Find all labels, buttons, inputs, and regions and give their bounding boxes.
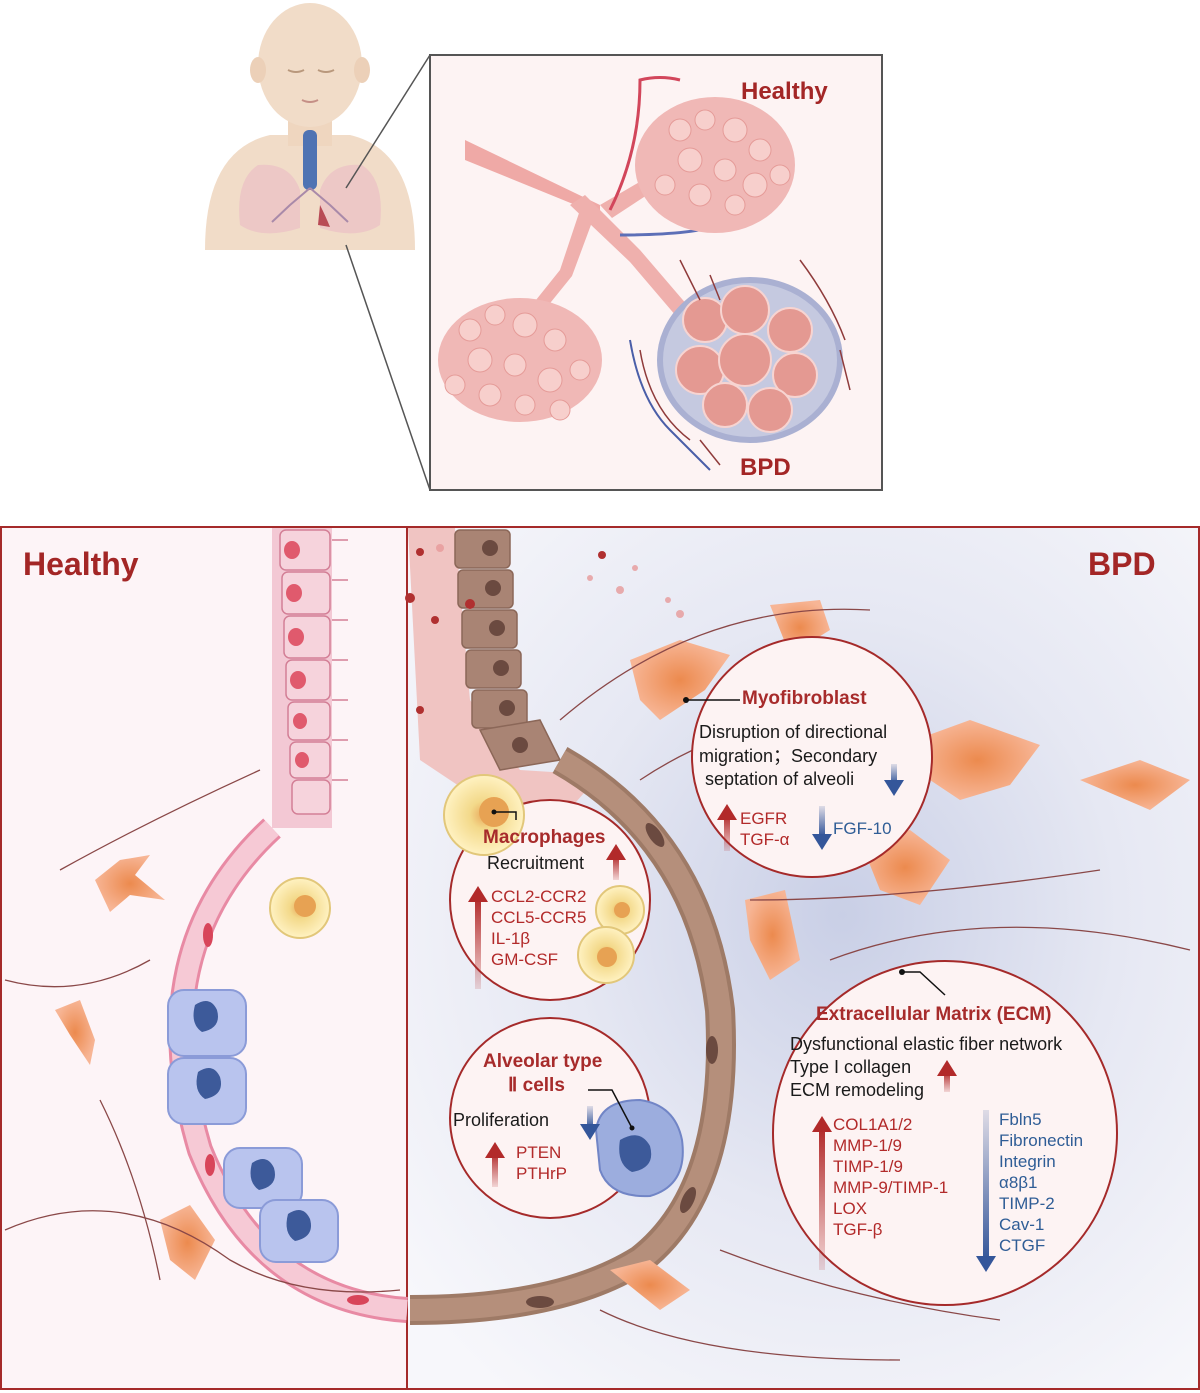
ecm-down-marker: Fibronectin — [999, 1131, 1084, 1150]
at2-list-up-arrow — [485, 1142, 505, 1187]
macrophage-marker: CCL5-CCR5 — [491, 908, 587, 927]
myofibroblast-title: Myofibroblast — [742, 688, 867, 709]
ecm-desc-line1: Dysfunctional elastic fiber network — [790, 1034, 1063, 1054]
at2-title-line2: Ⅱ cells — [508, 1075, 565, 1096]
ecm-down-marker: TIMP-2 — [999, 1194, 1055, 1213]
myofibroblast-up-marker: EGFR — [740, 809, 788, 828]
ecm-desc-line3: ECM remodeling — [790, 1080, 925, 1100]
bpd-alveoli-top — [629, 259, 851, 471]
healthy-epithelium — [272, 528, 348, 828]
myofibroblast-down-list: FGF-10 — [833, 818, 892, 839]
top-bpd-label: BPD — [740, 454, 791, 481]
bpd-epithelium — [408, 528, 600, 820]
ecm-title: Extracellular Matrix (ECM) — [816, 1004, 1052, 1025]
ecm-up-marker: LOX — [833, 1199, 868, 1218]
ecm-down-marker: α8β1 — [999, 1173, 1038, 1192]
ecm-down-arrow — [976, 1110, 996, 1272]
top-healthy-label: Healthy — [741, 78, 828, 105]
bpd-at2-cell — [588, 1089, 684, 1198]
healthy-elastic-fibers — [4, 769, 401, 1293]
at2-marker: PTEN — [516, 1143, 562, 1162]
healthy-macrophage — [269, 877, 331, 939]
ecm-up-marker: TGF-β — [833, 1220, 883, 1239]
myofibroblast-desc-line1: Disruption of directional — [699, 722, 888, 742]
ecm-up-arrow — [812, 1116, 832, 1270]
ecm-pointer — [902, 971, 946, 996]
macrophage-marker: CCL2-CCR2 — [491, 887, 587, 906]
at2-proliferation-down-arrow — [580, 1106, 600, 1140]
bpd-elastic-fibers — [559, 608, 1191, 1361]
ecm-circle — [772, 960, 1118, 1306]
bpd-wall-nuclei — [526, 823, 718, 1308]
healthy-fibroblasts — [55, 855, 215, 1280]
healthy-at2-cells — [167, 989, 339, 1263]
ecm-down-marker: Cav-1 — [999, 1215, 1045, 1234]
macrophages-recruitment: Recruitment — [487, 853, 585, 873]
zoom-line-bottom — [345, 244, 431, 491]
myofibroblast-desc-line2: migration；Secondary — [699, 746, 878, 766]
macrophages-up-list: CCL2-CCR2 CCL5-CCR5 IL-1β GM-CSF — [491, 886, 586, 970]
myofibroblast-up-marker: TGF-α — [740, 830, 790, 849]
macrophage-marker: GM-CSF — [491, 950, 559, 969]
ecm-up-marker: TIMP-1/9 — [833, 1157, 903, 1176]
at2-up-list: PTEN PTHrP — [516, 1142, 567, 1184]
myofibroblast-desc-line3: septation of alveoli — [705, 769, 855, 789]
ecm-down-marker: Integrin — [999, 1152, 1056, 1171]
ecm-down-marker: CTGF — [999, 1236, 1046, 1255]
myofibroblast-up-arrow — [717, 804, 737, 851]
myofibroblast-down-arrow — [812, 806, 832, 850]
ecm-collagen-up-arrow — [937, 1060, 957, 1092]
bpd-macrophages — [443, 774, 645, 984]
ecm-down-list: Fbln5 Fibronectin Integrin α8β1 TIMP-2 C… — [999, 1109, 1083, 1256]
healthy-panel-title: Healthy — [23, 546, 139, 582]
ecm-down-marker: Fbln5 — [999, 1110, 1042, 1129]
myofibroblast-desc-down-arrow — [884, 764, 904, 796]
infant-illustration — [205, 3, 415, 250]
at2-marker: PTHrP — [516, 1164, 567, 1183]
macrophage-list-up-arrow — [468, 886, 488, 989]
healthy-alveoli-top — [438, 97, 795, 422]
at2-proliferation: Proliferation — [453, 1110, 550, 1130]
ecm-desc-line2: Type I collagen — [790, 1057, 912, 1077]
ecm-up-marker: COL1A1/2 — [833, 1115, 913, 1134]
myofibroblast-down-marker: FGF-10 — [833, 819, 892, 838]
zoom-line-top — [345, 54, 431, 189]
bpd-inflammatory-dots — [405, 548, 606, 714]
ecm-up-marker: MMP-1/9 — [833, 1136, 902, 1155]
macrophage-recruitment-up-arrow — [606, 844, 626, 880]
bpd-panel-title: BPD — [1088, 546, 1156, 582]
myofibroblast-circle — [691, 636, 933, 878]
myofibroblast-up-list: EGFR TGF-α — [740, 808, 789, 850]
ecm-up-marker: MMP-9/TIMP-1 — [833, 1178, 949, 1197]
at2-title-line1: Alveolar type — [483, 1051, 603, 1072]
macrophages-title: Macrophages — [483, 827, 606, 848]
macrophage-marker: IL-1β — [491, 929, 531, 948]
ecm-up-list: COL1A1/2 MMP-1/9 TIMP-1/9 MMP-9/TIMP-1 L… — [833, 1114, 948, 1240]
